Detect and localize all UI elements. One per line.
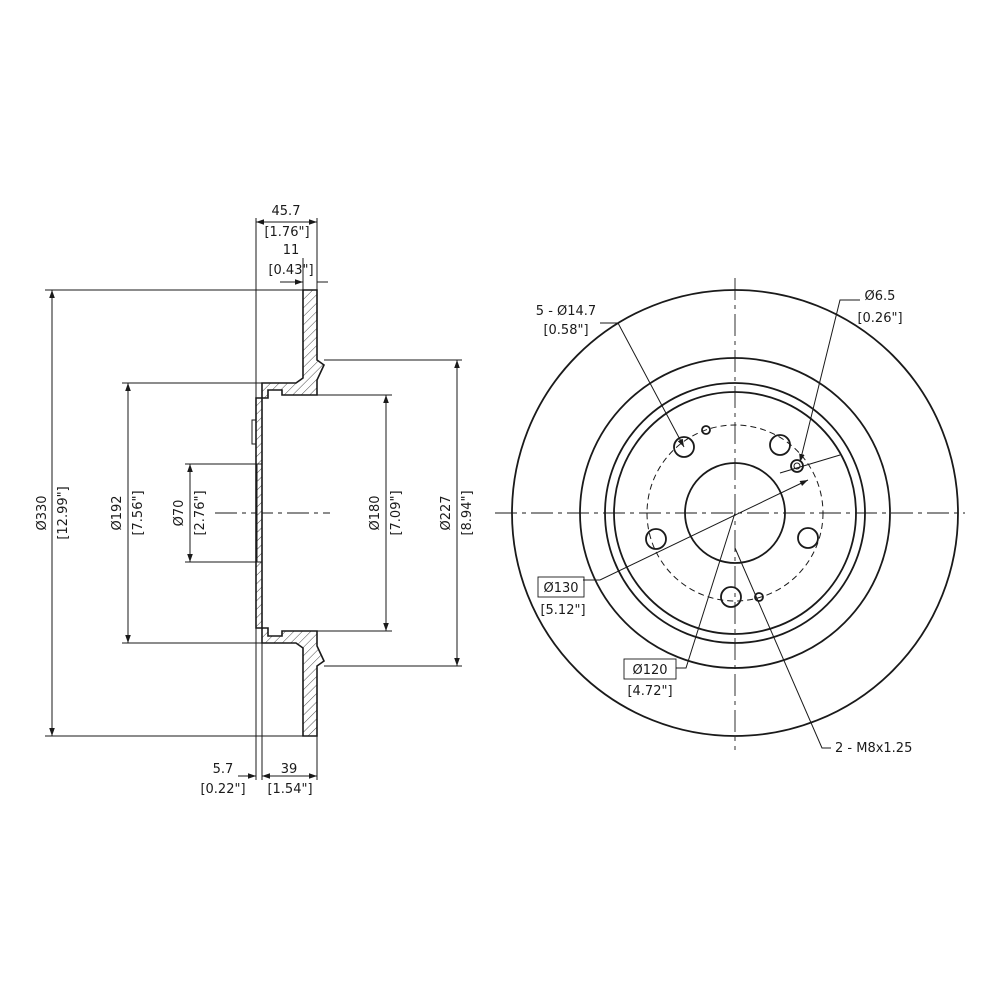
dim-hat-diameter-value: Ø192 — [110, 495, 125, 530]
side-section-view: 45.7 [1.76"] 11 [0.43"] Ø330 [12.99"] Ø1… — [35, 204, 475, 797]
locator-hole — [793, 462, 801, 470]
lug-holes-imperial: [0.58"] — [543, 323, 588, 338]
locator-circle-imperial: [4.72"] — [627, 684, 672, 699]
lug-hole — [673, 436, 695, 458]
locator-holes-imperial: [0.26"] — [857, 311, 902, 326]
dim-hat-thickness-imperial: [0.22"] — [200, 782, 245, 797]
lug-hole — [797, 527, 819, 549]
dim-center-bore-value: Ø70 — [172, 500, 187, 527]
leader-lug-holes — [600, 322, 685, 448]
leader-bolt-circle — [583, 479, 809, 581]
lug-hole — [720, 586, 742, 608]
dim-friction-inner-value: Ø227 — [439, 495, 454, 530]
dim-hat-height-imperial: [1.54"] — [267, 782, 312, 797]
dim-hat-height-value: 39 — [281, 762, 298, 777]
dim-outer-diameter-value: Ø330 — [35, 495, 50, 530]
front-view: 5 - Ø14.7 [0.58"] Ø6.5 [0.26"] Ø130 [5.1… — [495, 278, 965, 756]
bolt-circle — [646, 424, 824, 602]
friction-ring-upper — [261, 289, 326, 399]
dim-hat-thickness-value: 5.7 — [213, 762, 234, 777]
dim-overall-width-imperial: [1.76"] — [264, 225, 309, 240]
dim-center-bore-imperial: [2.76"] — [193, 490, 208, 535]
leader-threaded-holes — [734, 547, 831, 749]
dim-rotor-thickness-value: 11 — [283, 243, 300, 258]
lug-holes-value: 5 - Ø14.7 — [536, 304, 596, 319]
locator-hole — [701, 425, 711, 435]
bolt-circle-box — [537, 576, 585, 598]
locator-circle-box — [623, 658, 677, 680]
bolt-circle-value: Ø130 — [543, 581, 578, 596]
friction-inner-edge — [579, 357, 891, 669]
rotor-outer-edge — [511, 289, 959, 737]
dim-inner-diameter-imperial: [7.09"] — [389, 490, 404, 535]
friction-ring-lower — [261, 627, 326, 737]
locator-hole — [790, 459, 804, 473]
leader-locator-circle — [676, 512, 736, 669]
locator-holes-value: Ø6.5 — [865, 289, 896, 304]
leader-locator-holes — [799, 299, 860, 463]
dim-outer-diameter-imperial: [12.99"] — [56, 486, 71, 539]
dim-hat-diameter-imperial: [7.56"] — [131, 490, 146, 535]
threaded-holes-value: 2 - M8x1.25 — [835, 741, 912, 756]
threaded-hole — [754, 592, 764, 602]
hat-outer-edge — [604, 382, 866, 644]
lug-hole — [645, 528, 667, 550]
bolt-circle-imperial: [5.12"] — [540, 603, 585, 618]
locator-circle-value: Ø120 — [632, 663, 667, 678]
lug-hole — [769, 434, 791, 456]
leader-locator-holes — [779, 454, 841, 474]
dim-inner-diameter-value: Ø180 — [368, 495, 383, 530]
dim-friction-inner-imperial: [8.94"] — [460, 490, 475, 535]
dim-rotor-thickness-imperial: [0.43"] — [268, 263, 313, 278]
center-bore — [684, 462, 786, 564]
dim-overall-width-value: 45.7 — [272, 204, 301, 219]
hat-inner-edge — [613, 391, 857, 635]
